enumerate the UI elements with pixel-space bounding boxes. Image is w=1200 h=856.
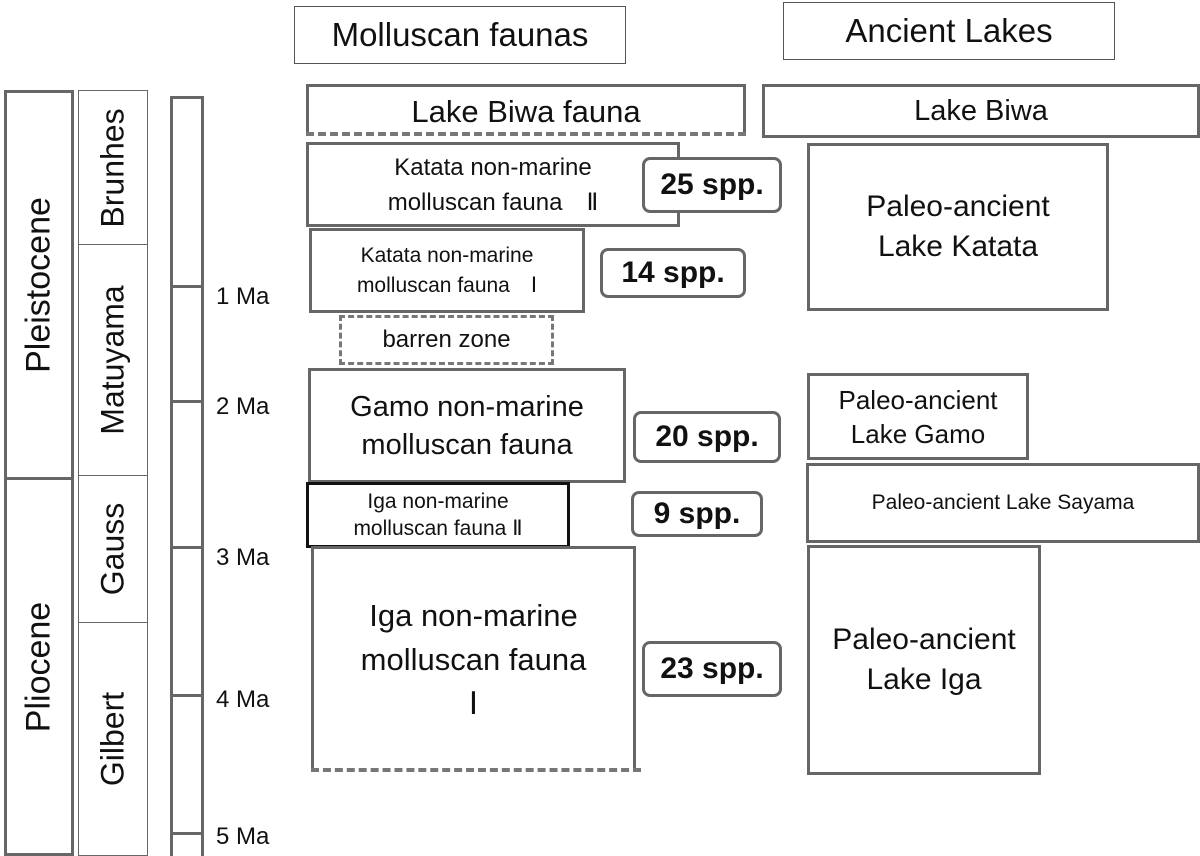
epoch-pleistocene: Pleistocene — [4, 90, 74, 480]
species-katata-1: 14 spp. — [600, 248, 746, 298]
label-2ma: 2 Ma — [216, 393, 270, 420]
lake-iga-line1: Paleo-ancient — [832, 623, 1016, 656]
time-scale-bar — [170, 96, 204, 856]
lake-iga: Paleo-ancient Lake Iga — [807, 545, 1041, 775]
fauna-iga-1-line3: Ⅰ — [468, 685, 479, 721]
fauna-iga-1-line1: Iga non-marine — [369, 597, 578, 633]
fauna-katata-1: Katata non-marine molluscan fauna Ⅰ — [309, 228, 585, 313]
fauna-iga-2: Iga non-marine molluscan fauna Ⅱ — [306, 482, 570, 548]
tick-1ma — [170, 285, 204, 288]
chron-matuyama: Matuyama — [78, 244, 148, 476]
fauna-iga-1-dashed-edge — [311, 768, 641, 772]
label-5ma: 5 Ma — [216, 823, 270, 850]
lake-katata-line2: Lake Katata — [877, 230, 1039, 263]
chron-gauss: Gauss — [78, 475, 148, 623]
lake-katata: Paleo-ancient Lake Katata — [807, 143, 1109, 311]
molluscan-faunas-header: Molluscan faunas — [294, 6, 626, 64]
lake-biwa: Lake Biwa — [762, 84, 1200, 138]
lake-sayama: Paleo-ancient Lake Sayama — [806, 463, 1200, 543]
chron-brunhes: Brunhes — [78, 90, 148, 245]
chron-gilbert: Gilbert — [78, 622, 148, 856]
fauna-lake-biwa: Lake Biwa fauna — [306, 84, 746, 136]
lake-katata-line1: Paleo-ancient — [866, 190, 1050, 223]
lake-gamo-line1: Paleo-ancient — [838, 384, 998, 415]
fauna-iga-1: Iga non-marine molluscan fauna Ⅰ — [311, 546, 636, 770]
ancient-lakes-header: Ancient Lakes — [783, 2, 1115, 60]
fauna-iga-2-line2: molluscan fauna Ⅱ — [353, 517, 523, 540]
fauna-gamo-line1: Gamo non-marine — [350, 390, 584, 423]
species-iga-1: 23 spp. — [642, 641, 782, 697]
species-katata-2: 25 spp. — [642, 157, 782, 213]
species-gamo: 20 spp. — [633, 411, 781, 463]
fauna-katata-2-line1: Katata non-marine — [394, 153, 592, 181]
fauna-iga-2-line1: Iga non-marine — [367, 490, 509, 513]
lake-iga-line2: Lake Iga — [866, 663, 982, 696]
fauna-katata-1-line2: molluscan fauna Ⅰ — [356, 273, 538, 297]
label-3ma: 3 Ma — [216, 544, 270, 571]
epoch-pliocene-label: Pliocene — [19, 601, 58, 732]
chron-matuyama-label: Matuyama — [94, 285, 131, 435]
chron-gauss-label: Gauss — [94, 502, 131, 596]
tick-2ma — [170, 400, 204, 403]
chron-gilbert-label: Gilbert — [94, 691, 131, 787]
epoch-pliocene: Pliocene — [4, 477, 74, 856]
label-1ma: 1 Ma — [216, 283, 270, 310]
tick-5ma — [170, 832, 204, 835]
tick-3ma — [170, 546, 204, 549]
fauna-katata-1-line1: Katata non-marine — [360, 243, 534, 267]
species-iga-2: 9 spp. — [631, 491, 763, 537]
fauna-lake-biwa-dashed-edge — [306, 132, 746, 136]
lake-gamo-line2: Lake Gamo — [850, 418, 986, 449]
lake-gamo: Paleo-ancient Lake Gamo — [807, 373, 1029, 460]
fauna-katata-2: Katata non-marine molluscan fauna Ⅱ — [306, 142, 680, 227]
fauna-gamo: Gamo non-marine molluscan fauna — [308, 368, 626, 483]
fauna-katata-2-line2: molluscan fauna Ⅱ — [387, 188, 599, 216]
epoch-pleistocene-label: Pleistocene — [19, 197, 58, 373]
fauna-gamo-line2: molluscan fauna — [361, 428, 573, 461]
fauna-iga-1-line2: molluscan fauna — [360, 641, 587, 677]
chron-brunhes-label: Brunhes — [94, 107, 131, 228]
tick-4ma — [170, 694, 204, 697]
barren-zone: barren zone — [339, 315, 554, 365]
label-4ma: 4 Ma — [216, 686, 270, 713]
